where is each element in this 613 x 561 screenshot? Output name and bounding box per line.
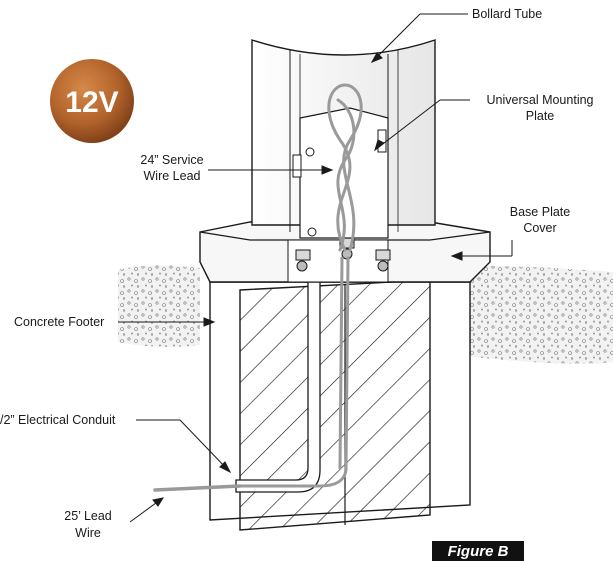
label-service-lead-line2: Wire Lead bbox=[144, 169, 201, 183]
electrical-conduit bbox=[235, 271, 321, 493]
label-conduit: /2” Electrical Conduit bbox=[0, 413, 116, 427]
figure-label: Figure B bbox=[432, 541, 524, 561]
label-mounting-plate-line2: Plate bbox=[526, 109, 555, 123]
lead-wire bbox=[153, 484, 242, 492]
badge-text: 12V bbox=[65, 86, 118, 119]
label-concrete-footer: Concrete Footer bbox=[14, 315, 104, 329]
label-bollard-tube: Bollard Tube bbox=[472, 7, 542, 21]
label-mounting-plate-line1: Universal Mounting bbox=[487, 93, 594, 107]
voltage-badge: 12V bbox=[50, 59, 134, 143]
ground-gravel bbox=[118, 265, 613, 364]
callout-leaders bbox=[118, 13, 513, 523]
label-base-cover-line1: Base Plate bbox=[510, 205, 571, 219]
callout-labels: Bollard Tube Universal Mounting Plate 24… bbox=[0, 7, 594, 540]
base-plate-cover bbox=[199, 221, 491, 283]
figure-label-text: Figure B bbox=[448, 543, 509, 560]
label-lead-wire-line2: Wire bbox=[75, 526, 101, 540]
label-service-lead-line1: 24” Service bbox=[140, 153, 203, 167]
label-base-cover-line2: Cover bbox=[523, 221, 556, 235]
label-lead-wire-line1: 25’ Lead bbox=[64, 509, 112, 523]
service-wire-lead bbox=[238, 83, 363, 488]
